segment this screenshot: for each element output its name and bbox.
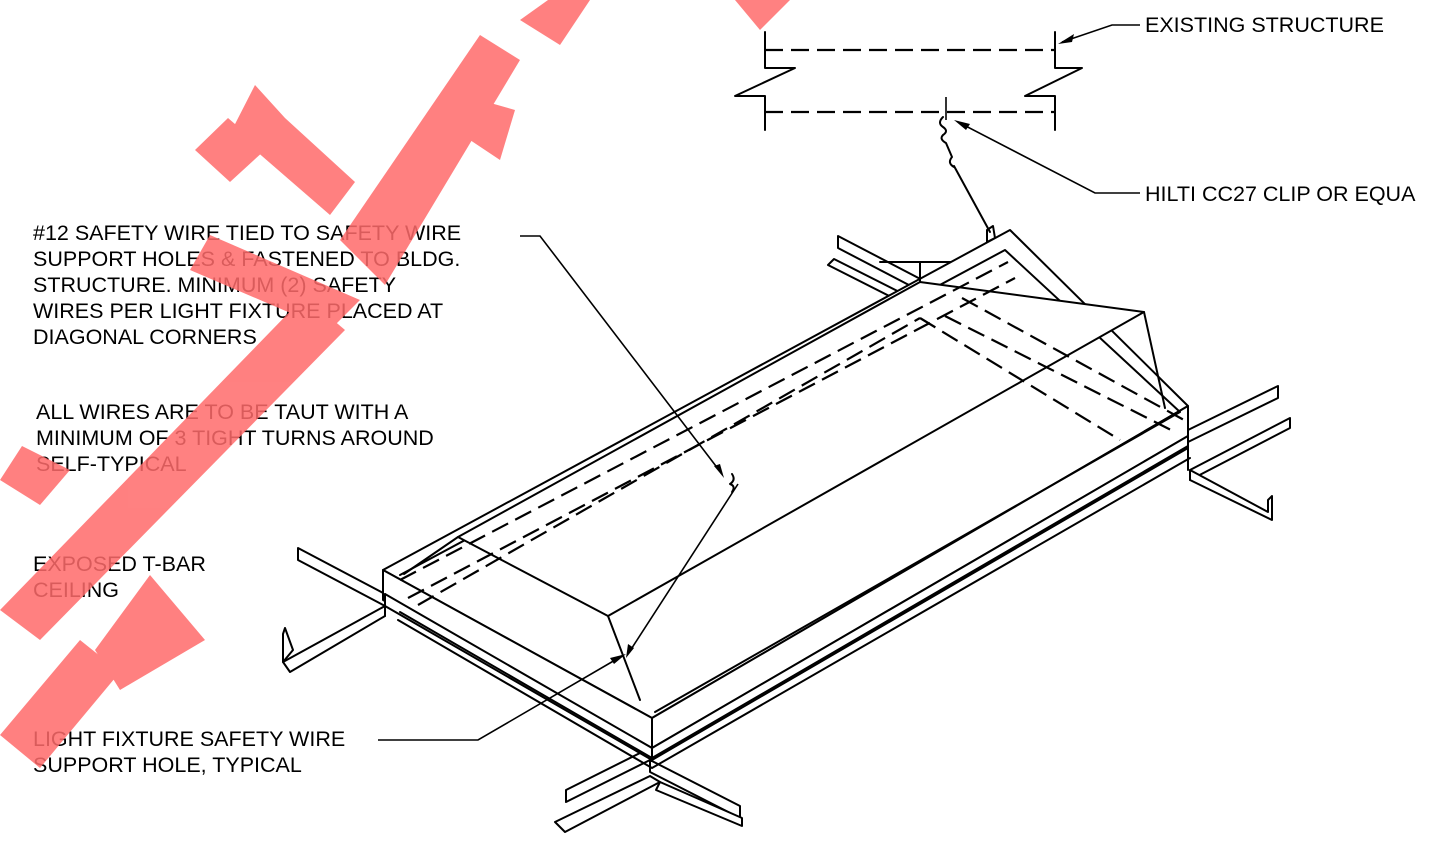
label-hilti-clip: HILTI CC27 CLIP OR EQUA	[1145, 182, 1416, 206]
hidden-t-bars	[399, 261, 1185, 606]
label-t-bar-ceiling: EXPOSED T-BAR CEILING	[33, 552, 206, 602]
label-support-hole: LIGHT FIXTURE SAFETY WIRE SUPPORT HOLE, …	[33, 727, 346, 777]
light-fixture	[382, 229, 1191, 769]
label-safety-wire: #12 SAFETY WIRE TIED TO SAFETY WIRE SUPP…	[33, 221, 462, 349]
existing-structure-outline	[734, 31, 1083, 131]
label-taut-wires: ALL WIRES ARE TO BE TAUT WITH A MINIMUM …	[36, 400, 434, 476]
leaders	[378, 24, 1140, 741]
label-existing-structure: EXISTING STRUCTURE	[1145, 13, 1384, 37]
hilti-clip-and-wire	[939, 116, 996, 243]
